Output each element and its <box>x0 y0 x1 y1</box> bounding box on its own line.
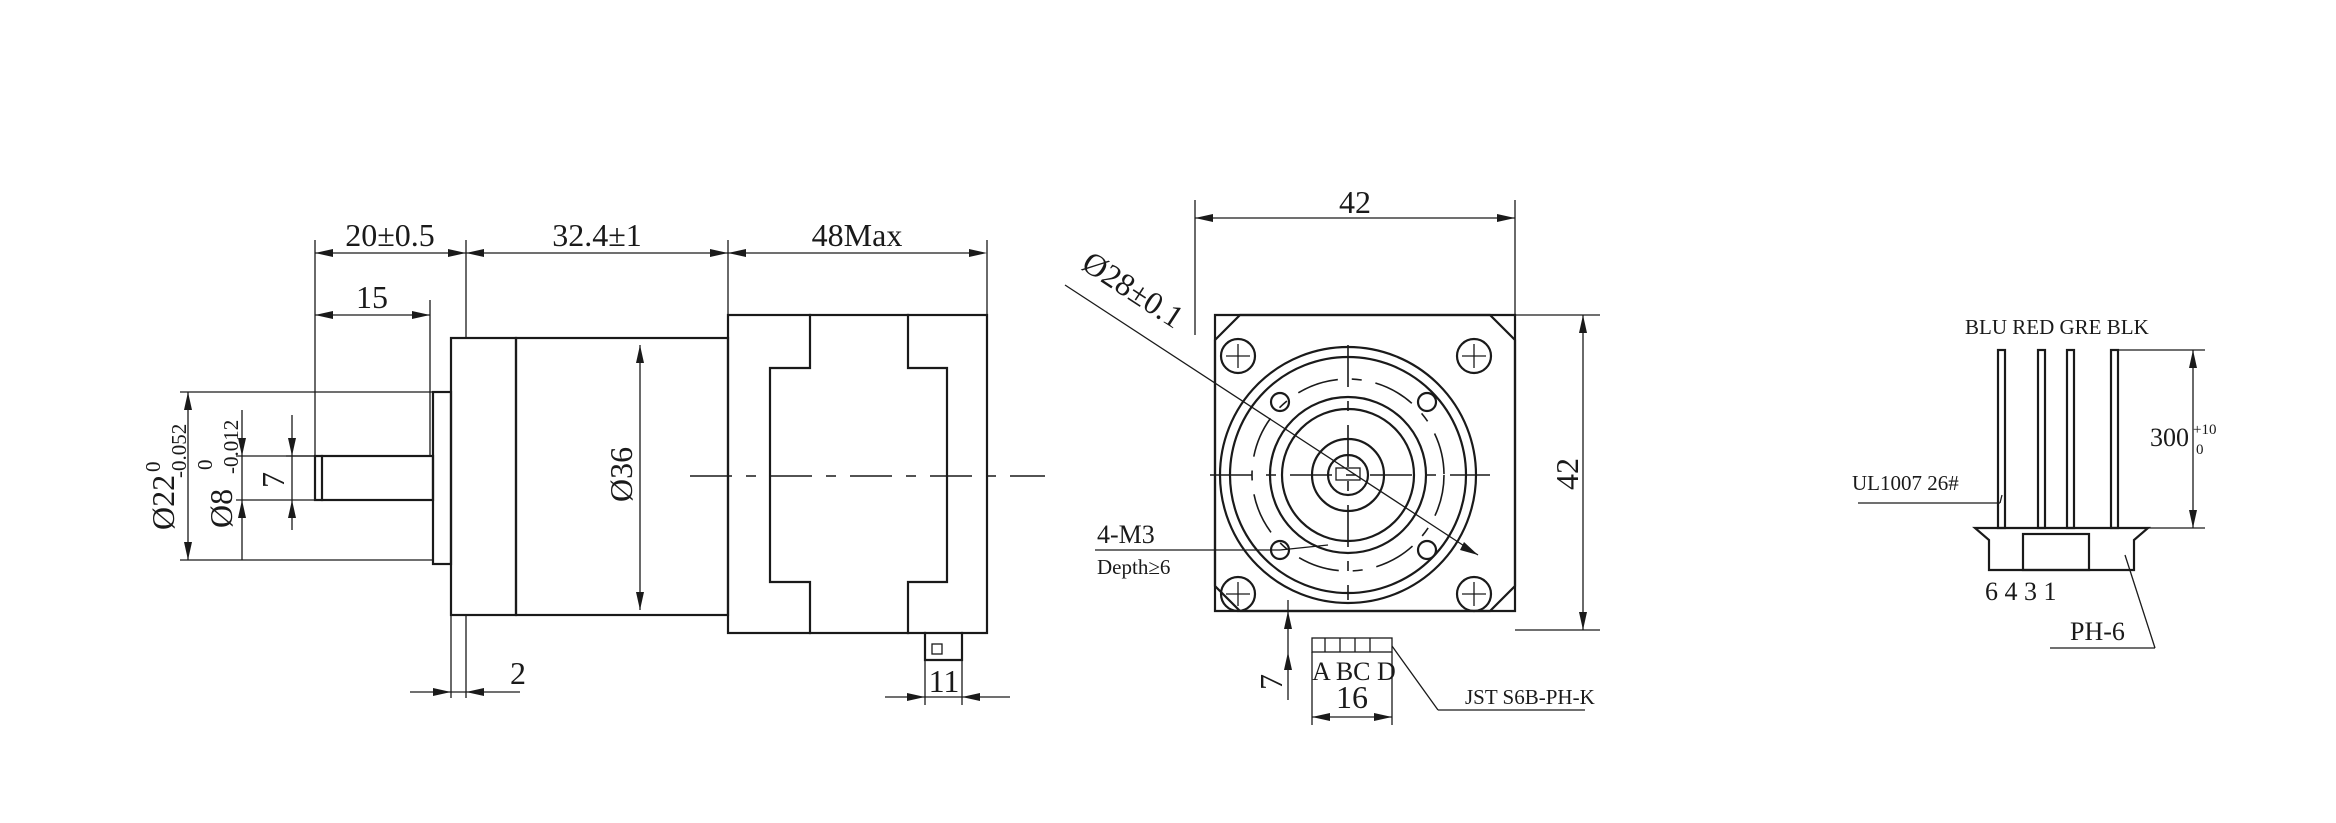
pin-letters: A BC D <box>1312 657 1396 686</box>
arrow <box>466 688 484 696</box>
m3-hole-tr <box>1416 391 1438 413</box>
arrow <box>636 592 644 610</box>
pilot-boss <box>431 390 453 566</box>
dim-8: Ø8 <box>203 489 239 528</box>
dim-11: 11 <box>929 663 960 699</box>
dim-300-tol-lower: 0 <box>2196 442 2204 458</box>
ul1007-label: UL1007 26# <box>1852 471 1959 495</box>
leader-jst <box>1391 645 1439 711</box>
arrow <box>315 311 333 319</box>
arrow <box>1284 611 1292 629</box>
front-connector <box>1311 637 1393 653</box>
wire-red <box>2036 348 2047 530</box>
dim-300: 300 <box>2150 423 2189 452</box>
dim-22: Ø22 <box>145 475 181 530</box>
arrow <box>238 438 246 456</box>
corner-hole-br <box>1455 575 1493 613</box>
dim-7-flat: 7 <box>255 472 291 488</box>
side-view: 20±0.5 32.4±1 48Max 15 Ø22 0 -0.052 Ø8 0… <box>141 217 1045 705</box>
arrow <box>1374 713 1392 721</box>
arrow <box>636 345 644 363</box>
m3-hole-tl <box>1269 391 1291 413</box>
arrow <box>1284 652 1292 670</box>
arrow <box>288 438 296 456</box>
dim-42-width: 42 <box>1339 184 1371 220</box>
arrow <box>1579 315 1587 333</box>
dim-48max: 48Max <box>812 217 903 253</box>
arrow <box>433 688 451 696</box>
motor-inner-left <box>768 313 812 635</box>
arrow <box>238 500 246 518</box>
arrow <box>184 392 192 410</box>
leader-ph6 <box>2124 554 2156 649</box>
depth-label: Depth≥6 <box>1097 555 1170 579</box>
arrow <box>184 542 192 560</box>
m3-hole-br <box>1416 539 1438 561</box>
dim-line-pcd <box>1064 284 1479 556</box>
pin-numbers: 6 4 3 1 <box>1985 577 2057 606</box>
dim-300-tol-upper: +10 <box>2193 422 2216 438</box>
dim-2: 2 <box>510 655 526 691</box>
output-shaft <box>313 454 435 502</box>
dim-8-tol-lower: -0.012 <box>219 420 243 474</box>
wiring-view: BLU RED GRE BLK 300 +10 0 UL1007 26# 6 4… <box>1852 315 2216 649</box>
motor-inner-right <box>906 313 949 635</box>
arrow <box>1497 214 1515 222</box>
corner-hole-bl <box>1219 575 1257 613</box>
wire-colors: BLU RED GRE BLK <box>1965 315 2149 339</box>
connector-stub <box>923 631 964 662</box>
arrow <box>412 311 430 319</box>
corner-hole-tr <box>1455 337 1493 375</box>
dim-42-height: 42 <box>1549 458 1585 490</box>
shaft-flat <box>1335 467 1361 481</box>
connector-key <box>931 643 943 655</box>
arrow <box>962 693 980 701</box>
leader-m3-tail <box>1279 544 1329 551</box>
wire-gre <box>2065 348 2076 530</box>
arrow <box>1460 542 1478 555</box>
arrow <box>2189 350 2197 368</box>
dim-pcd: Ø28±0.1 <box>1076 244 1190 336</box>
jst-label: JST S6B-PH-K <box>1465 685 1595 709</box>
dim-32-4: 32.4±1 <box>552 217 642 253</box>
arrow <box>1312 713 1330 721</box>
dim-22-tol-lower: -0.052 <box>167 424 191 478</box>
arrow <box>728 249 746 257</box>
dim-22-tol-upper: 0 <box>141 462 165 473</box>
wire-blu <box>1996 348 2007 530</box>
arrow <box>907 693 925 701</box>
arrow <box>2189 510 2197 528</box>
ph6-connector <box>1972 526 2151 572</box>
gearbox-front-section <box>449 336 518 617</box>
holes-label: 4-M3 <box>1097 520 1155 549</box>
leader-ul1007-tail <box>1999 494 2003 504</box>
arrow <box>315 249 333 257</box>
arrow <box>466 249 484 257</box>
connector-pins <box>1324 638 1371 652</box>
dim-16: 16 <box>1336 679 1368 715</box>
arrow <box>288 500 296 518</box>
arrow <box>1195 214 1213 222</box>
wire-blk <box>2109 348 2120 530</box>
arrow <box>448 249 466 257</box>
ph6-label: PH-6 <box>2070 617 2125 646</box>
arrow <box>710 249 728 257</box>
ph6-window <box>2021 532 2091 572</box>
dim-8-tol-upper: 0 <box>193 460 217 471</box>
corner-hole-tl <box>1219 337 1257 375</box>
arrow <box>1579 612 1587 630</box>
dim-7-front: 7 <box>1253 674 1289 690</box>
dim-20: 20±0.5 <box>345 217 435 253</box>
motor-body <box>726 313 989 635</box>
flange-chamfer <box>1213 313 1517 613</box>
arrow <box>969 249 987 257</box>
dim-15: 15 <box>356 279 388 315</box>
front-view: 42 42 Ø28±0.1 4-M3 Depth≥6 A BC D 7 16 <box>1064 184 1600 725</box>
dim-36: Ø36 <box>603 447 639 502</box>
